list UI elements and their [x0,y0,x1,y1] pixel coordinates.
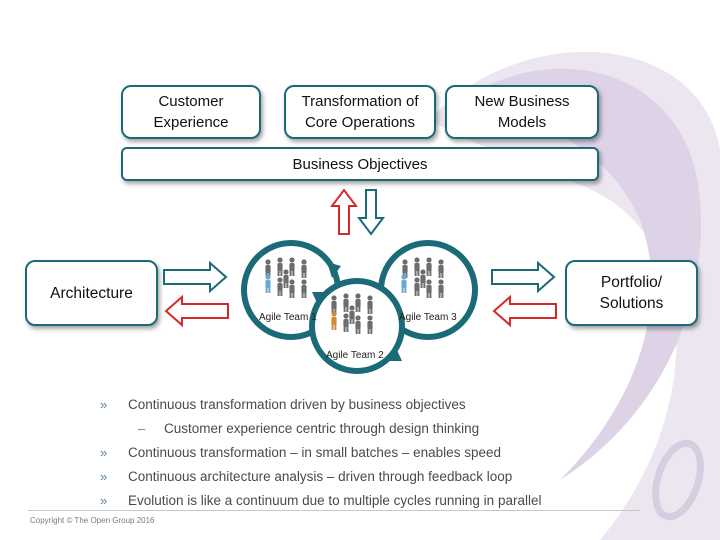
bullet-marker: » [100,469,108,484]
architecture-to-teams-arrow-icon [163,260,228,294]
business-objectives-label: Business Objectives [292,155,428,173]
portfolio-to-teams-arrow-icon [492,294,557,328]
architecture-label: Architecture [50,284,133,302]
architecture-box: Architecture [25,260,158,326]
footer-divider [28,510,640,511]
agile-team-2-label: Agile Team 2 [326,350,384,361]
bullet-text: Continuous architecture analysis – drive… [128,469,513,484]
bullet-text: Continuous transformation – in small bat… [128,445,501,460]
new-business-models-box: New Business Models [445,85,599,139]
business-objectives-box: Business Objectives [121,147,599,181]
bullet-marker: » [100,397,108,412]
down-arrow-icon [357,189,385,236]
bullet-item: » Continuous transformation – in small b… [100,443,620,467]
agile-team-3-label: Agile Team 3 [399,312,457,323]
bullet-text: Continuous transformation driven by busi… [128,397,466,412]
bullet-marker: » [100,445,108,460]
bullet-marker: – [138,421,146,436]
bullet-text: Customer experience centric through desi… [164,421,480,436]
teams-to-portfolio-arrow-icon [491,260,556,294]
teams-to-architecture-arrow-icon [164,294,229,328]
core-operations-label: Transformation of Core Operations [301,93,419,131]
agile-team-1-label: Agile Team 1 [259,312,317,323]
customer-experience-box: Customer Experience [121,85,261,139]
up-arrow-icon [330,188,358,235]
portfolio-solutions-label: Portfolio/ Solutions [599,274,664,312]
agile-team-2-cycle [309,278,405,374]
bullet-marker: » [100,493,108,508]
portfolio-solutions-box: Portfolio/ Solutions [565,260,698,326]
bullet-list: » Continuous transformation driven by bu… [100,395,620,515]
bullet-item: » Evolution is like a continuum due to m… [100,491,620,515]
copyright-text: Copyright © The Open Group 2016 [30,516,155,525]
customer-experience-label: Customer Experience [153,93,229,131]
open-group-logo-icon [652,439,704,521]
core-operations-box: Transformation of Core Operations [284,85,436,139]
sub-bullet-item: – Customer experience centric through de… [100,419,620,443]
new-business-models-label: New Business Models [474,93,570,131]
bullet-item: » Continuous architecture analysis – dri… [100,467,620,491]
bullet-text: Evolution is like a continuum due to mul… [128,493,542,508]
bullet-item: » Continuous transformation driven by bu… [100,395,620,419]
